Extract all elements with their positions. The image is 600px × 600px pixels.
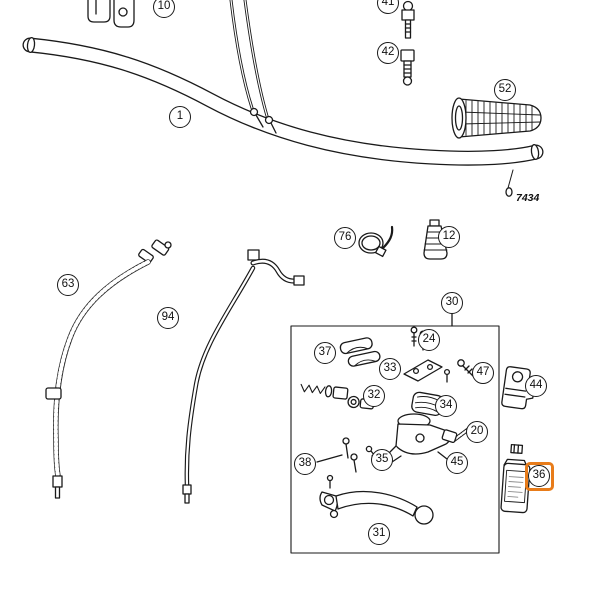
callout-35[interactable]: 35 xyxy=(371,449,393,471)
callout-37[interactable]: 37 xyxy=(314,342,336,364)
assembly-box xyxy=(290,313,500,554)
grip-drawing xyxy=(451,97,542,139)
part-33-drawing xyxy=(403,359,451,383)
callout-20[interactable]: 20 xyxy=(466,421,488,443)
callout-45[interactable]: 45 xyxy=(446,452,468,474)
callout-34[interactable]: 34 xyxy=(435,395,457,417)
throttle-cables-drawing xyxy=(229,0,277,134)
callout-76[interactable]: 76 xyxy=(334,227,356,249)
part-44-clamp-drawing xyxy=(501,366,536,410)
callout-10[interactable]: 10 xyxy=(153,0,175,18)
callout-1[interactable]: 1 xyxy=(169,106,191,128)
callout-44[interactable]: 44 xyxy=(525,375,547,397)
cable-adjuster-41-drawing xyxy=(401,0,415,39)
part-ref-label: 7434 xyxy=(516,192,540,204)
callout-47[interactable]: 47 xyxy=(472,362,494,384)
callout-63[interactable]: 63 xyxy=(57,274,79,296)
callout-33[interactable]: 33 xyxy=(379,358,401,380)
callout-38[interactable]: 38 xyxy=(294,453,316,475)
throttle-cable-94-drawing xyxy=(182,249,305,504)
part-38-screws-drawing xyxy=(316,437,358,473)
callout-31[interactable]: 31 xyxy=(368,523,390,545)
clutch-cable-drawing xyxy=(45,239,172,499)
callout-41[interactable]: 41 xyxy=(377,0,399,14)
part-37-drawing xyxy=(339,337,381,367)
handlebar-drawing xyxy=(22,36,544,166)
callout-32[interactable]: 32 xyxy=(363,385,385,407)
callout-94[interactable]: 94 xyxy=(157,307,179,329)
callout-24[interactable]: 24 xyxy=(418,329,440,351)
callout-52[interactable]: 52 xyxy=(494,79,516,101)
callout-30[interactable]: 30 xyxy=(441,292,463,314)
part-31-lever-drawing xyxy=(319,474,434,525)
cable-adjuster-42-drawing xyxy=(400,49,415,86)
part-45-body-drawing xyxy=(387,413,458,463)
bar-clamp-drawing xyxy=(87,0,135,28)
callout-42[interactable]: 42 xyxy=(377,42,399,64)
callout-12[interactable]: 12 xyxy=(438,226,460,248)
callout-36[interactable]: 36 xyxy=(524,461,554,491)
bar-end-part-drawing xyxy=(505,169,514,197)
cable-tie-drawing xyxy=(358,225,394,258)
